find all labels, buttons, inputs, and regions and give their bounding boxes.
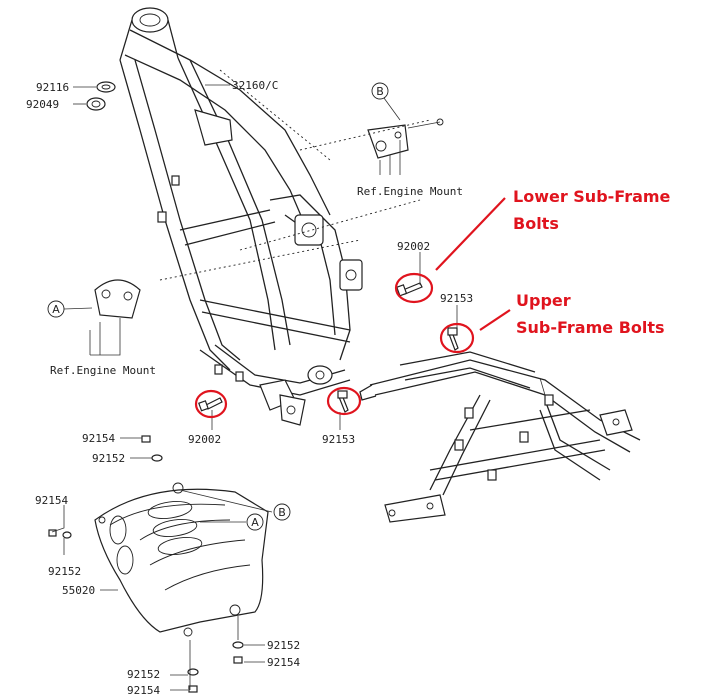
annotation-text: Lower Sub-Frame Bolts Upper Sub-Frame Bo… <box>513 187 671 337</box>
part-label-92154-a: 92154 <box>82 432 115 445</box>
upper-annotation-arrow <box>479 309 511 331</box>
reference-markers: B A B A <box>47 82 389 531</box>
upper-subframe-label-line1: Upper <box>516 291 571 310</box>
lower-subframe-label-line2: Bolts <box>513 214 559 233</box>
annotation-marks <box>194 197 511 419</box>
ref-engine-mount-right: Ref.Engine Mount <box>357 185 463 198</box>
lower-subframe-label-line1: Lower Sub-Frame <box>513 187 671 206</box>
part-label-92154-c: 92154 <box>267 656 300 669</box>
part-label-92002-bottom: 92002 <box>188 433 221 446</box>
sub-frame-drawing <box>359 351 641 523</box>
lower-annotation-arrow <box>435 197 506 271</box>
marker-a-left <box>47 300 65 318</box>
part-label-92154-b: 92154 <box>35 494 68 507</box>
upper-bolt-circle-top <box>439 322 475 354</box>
marker-a-plate <box>246 513 264 531</box>
part-label-92153-top: 92153 <box>440 292 473 305</box>
marker-a-left-label: A <box>52 303 60 316</box>
marker-b-top <box>371 82 389 100</box>
part-label-92152-b: 92152 <box>48 565 81 578</box>
upper-subframe-label-line2: Sub-Frame Bolts <box>516 318 665 337</box>
hardware-drawing <box>48 81 459 693</box>
part-label-92002-top: 92002 <box>397 240 430 253</box>
lower-bolt-circle-bottom <box>194 389 228 419</box>
part-label-92154-d: 92154 <box>127 684 160 697</box>
marker-a-plate-label: A <box>251 516 259 529</box>
part-label-92116: 92116 <box>36 81 69 94</box>
ref-engine-mount-left: Ref.Engine Mount <box>50 364 156 377</box>
lower-bolt-circle-top <box>394 272 434 304</box>
part-label-92152-c: 92152 <box>267 639 300 652</box>
part-label-55020: 55020 <box>62 584 95 597</box>
part-label-92152-a: 92152 <box>92 452 125 465</box>
marker-b-top-label: B <box>376 85 384 98</box>
leader-lines <box>51 84 458 691</box>
marker-b-plate <box>273 503 291 521</box>
part-label-32160: 32160/C <box>232 79 278 92</box>
part-label-92049: 92049 <box>26 98 59 111</box>
part-label-92152-d: 92152 <box>127 668 160 681</box>
marker-b-plate-label: B <box>278 506 286 519</box>
main-frame-drawing <box>94 7 444 426</box>
part-label-92153-bottom: 92153 <box>322 433 355 446</box>
upper-bolt-circle-bottom <box>326 386 362 416</box>
skid-plate-drawing <box>94 482 269 637</box>
part-labels: 92116 92049 32160/C Ref.Engine Mount 920… <box>26 79 473 697</box>
